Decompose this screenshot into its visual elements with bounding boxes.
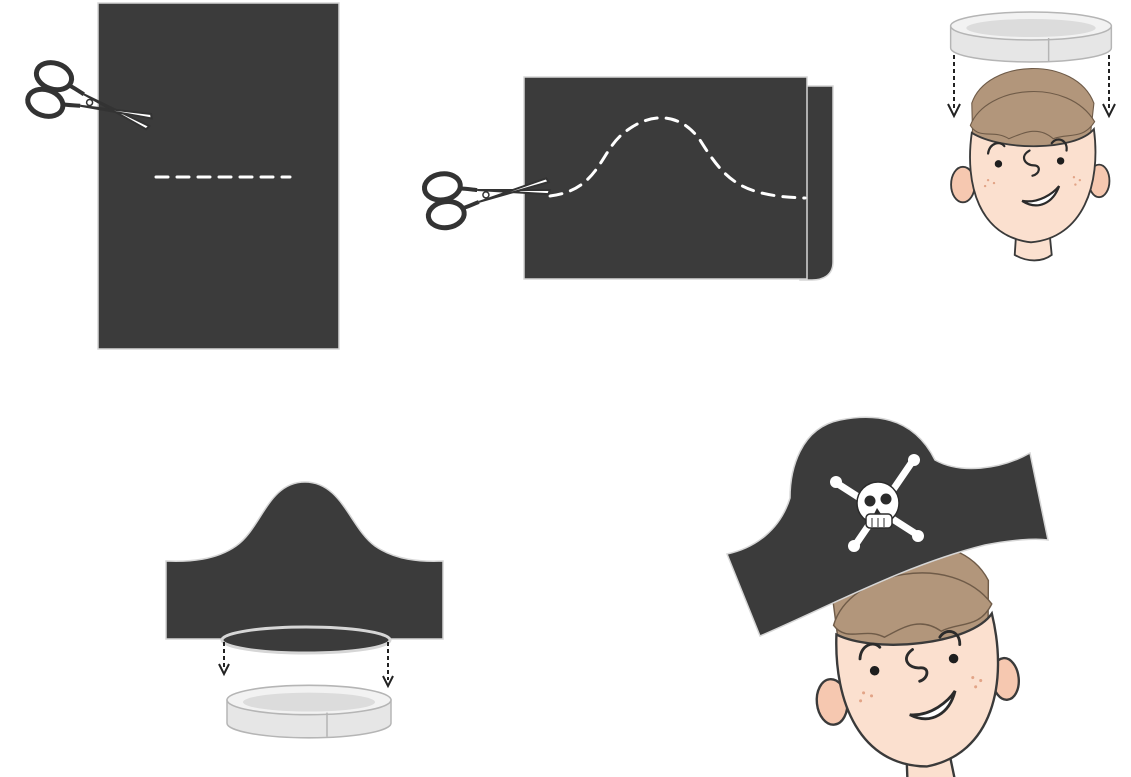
down-arrow-icon xyxy=(383,642,393,686)
child-face-illustration xyxy=(951,68,1109,260)
step-5-finished-hat xyxy=(727,417,1048,777)
paper-headband xyxy=(227,685,391,737)
headband-opening xyxy=(222,627,390,653)
step-1-cut-sheet xyxy=(24,3,339,349)
hat-shape xyxy=(166,482,443,639)
paper-headband xyxy=(951,12,1112,62)
down-arrow-icon xyxy=(948,55,960,116)
step-2-cut-folded-curve xyxy=(423,77,833,280)
down-arrow-icon xyxy=(219,642,229,674)
step-4-attach-headband xyxy=(166,482,443,738)
down-arrow-icon xyxy=(1103,55,1115,116)
folded-sheet-front xyxy=(524,77,807,279)
step-3-measure-head xyxy=(948,12,1115,260)
